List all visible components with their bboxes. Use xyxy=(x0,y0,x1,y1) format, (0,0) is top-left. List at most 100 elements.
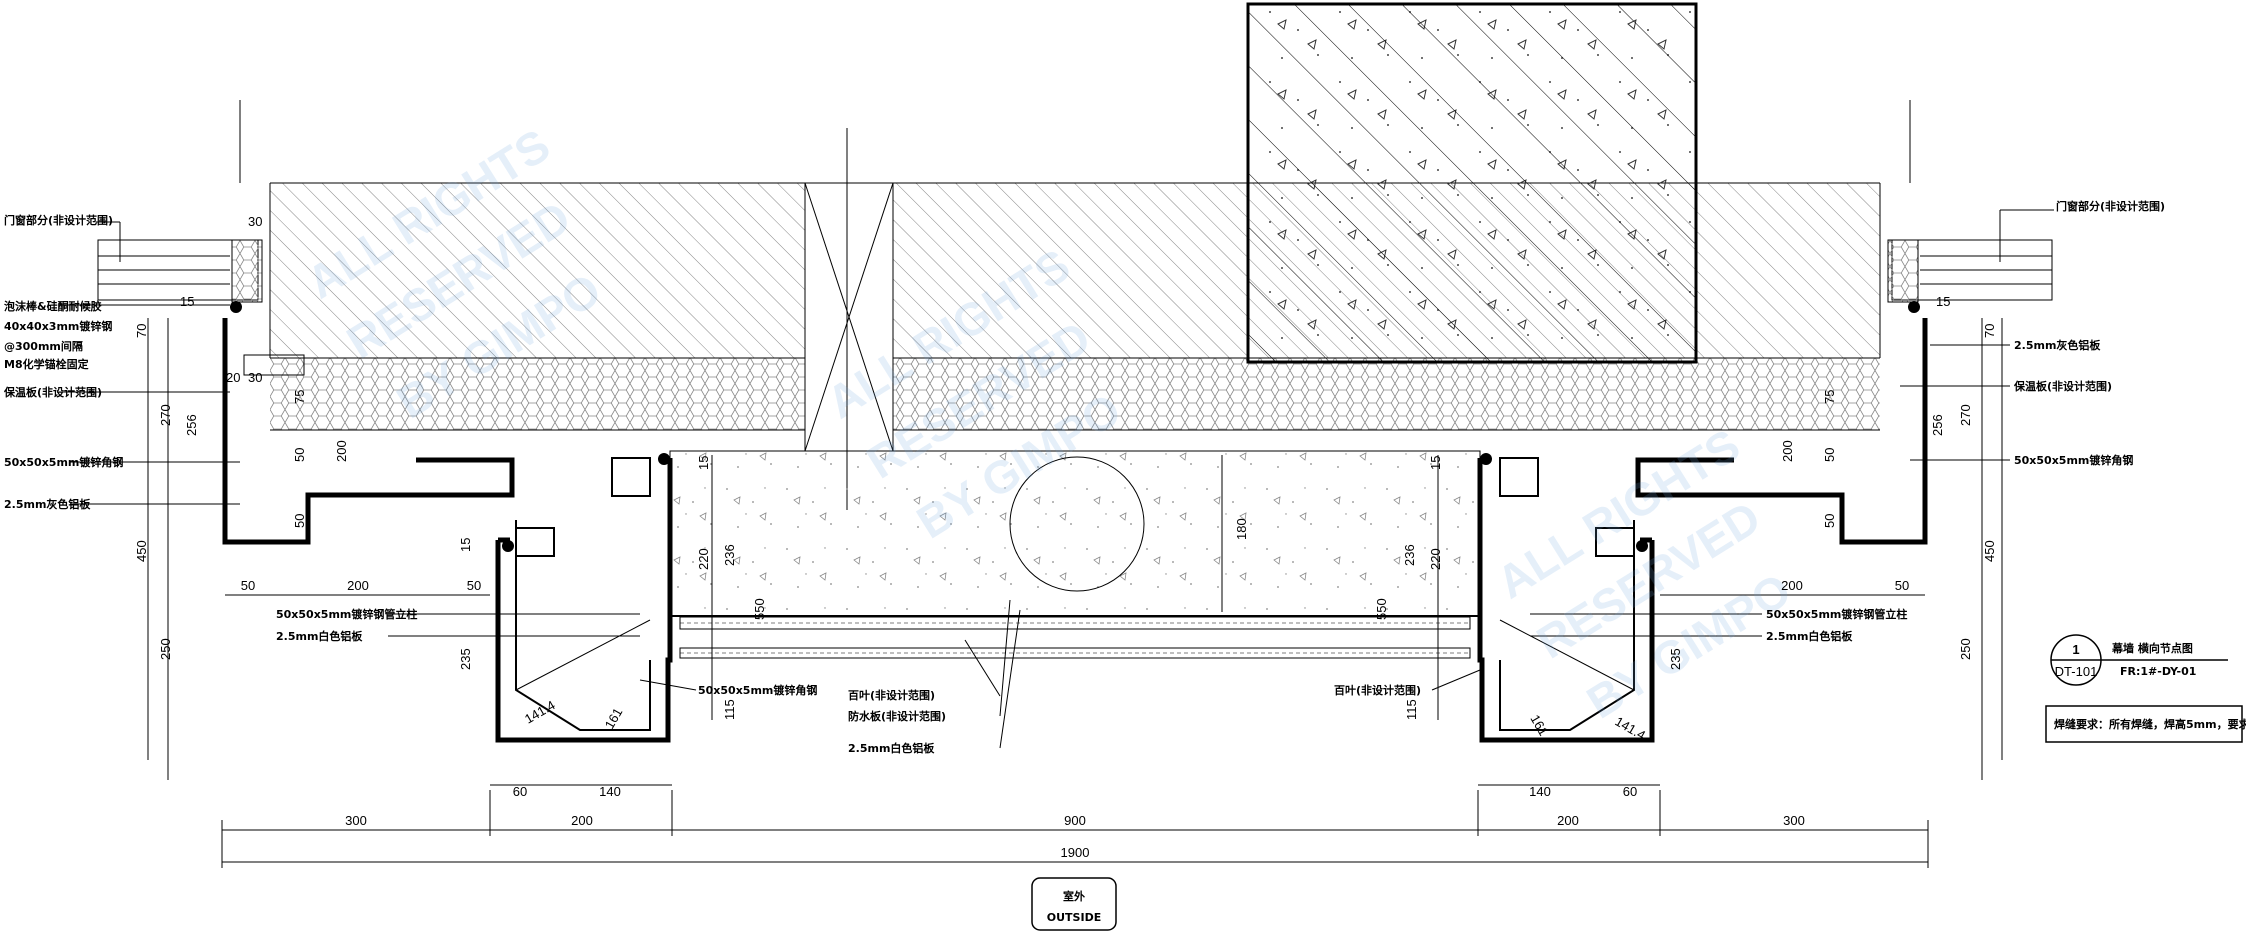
dim-right-200: 200 xyxy=(1557,813,1579,828)
right-callouts: 门窗部分(非设计范围) 2.5mm灰色铝板 保温板(非设计范围) 50x50x5… xyxy=(2013,199,2165,467)
svg-text:270: 270 xyxy=(158,404,173,426)
svg-text:50: 50 xyxy=(292,514,307,528)
dim-center-900: 900 xyxy=(1064,813,1086,828)
svg-text:550: 550 xyxy=(1374,598,1389,620)
svg-text:50: 50 xyxy=(1822,448,1837,462)
svg-text:30: 30 xyxy=(248,214,262,229)
callout-right-white: 2.5mm白色铝板 xyxy=(1766,629,1853,643)
svg-text:450: 450 xyxy=(134,540,149,562)
detail-tag: 1 DT-101 幕墙 横向节点图 FR:1#-DY-01 xyxy=(2050,634,2228,686)
svg-text:70: 70 xyxy=(1982,324,1997,338)
dim-left-140: 140 xyxy=(599,784,621,799)
svg-text:15: 15 xyxy=(1936,294,1950,309)
callout-louver: 百叶(非设计范围) xyxy=(848,688,935,702)
dimension-lines xyxy=(147,100,2003,868)
weld-note: 焊缝要求：所有焊缝，焊高5mm，要求满焊。 xyxy=(2045,705,2246,743)
left-window-frame xyxy=(97,239,263,303)
svg-text:256: 256 xyxy=(184,414,199,436)
svg-text:220: 220 xyxy=(696,548,711,570)
callout-panel-right: 2.5mm灰色铝板 xyxy=(2014,338,2101,352)
callout-louver-right: 百叶(非设计范围) xyxy=(1334,683,1421,697)
outside-tag: 室外 OUTSIDE xyxy=(1031,877,1117,931)
right-panel-profile xyxy=(1477,301,1928,743)
svg-text:141.4: 141.4 xyxy=(522,697,558,726)
svg-text:50: 50 xyxy=(467,578,481,593)
svg-text:115: 115 xyxy=(722,699,737,720)
svg-text:235: 235 xyxy=(1668,648,1683,670)
svg-text:550: 550 xyxy=(752,598,767,620)
dimensions-right: 450 250 270 256 70 15 75 50 200 50 200 5… xyxy=(1234,294,1997,743)
svg-text:235: 235 xyxy=(458,648,473,670)
svg-text:15: 15 xyxy=(696,456,711,470)
callout-waterproof: 防水板(非设计范围) xyxy=(848,709,946,723)
svg-text:115: 115 xyxy=(1404,699,1419,720)
dim-right-60: 60 xyxy=(1623,784,1637,799)
callout-bolt: M8化学锚栓固定 xyxy=(4,357,89,371)
outside-cn: 室外 xyxy=(1063,889,1085,903)
svg-text:50: 50 xyxy=(292,448,307,462)
svg-text:236: 236 xyxy=(722,544,737,566)
svg-text:450: 450 xyxy=(1982,540,1997,562)
callout-window-left: 门窗部分(非设计范围) xyxy=(4,213,113,227)
callout-window-right: 门窗部分(非设计范围) xyxy=(2056,199,2165,213)
callout-angle-left: 50x50x5mm镀锌角钢 xyxy=(4,455,123,469)
dim-total-1900: 1900 xyxy=(1061,845,1090,860)
callout-angle-right: 50x50x5mm镀锌角钢 xyxy=(2014,453,2133,467)
svg-text:200: 200 xyxy=(1781,578,1803,593)
dimensions-bottom: 300 200 900 200 300 1900 60 140 140 60 xyxy=(345,784,1805,860)
svg-text:15: 15 xyxy=(1428,456,1443,470)
left-panel-profile xyxy=(222,301,673,743)
right-window-frame xyxy=(1887,239,2053,303)
callout-foam: 泡沫棒&硅酮耐候胶 xyxy=(4,299,102,313)
detail-sheet: DT-101 xyxy=(2055,664,2098,679)
svg-text:161: 161 xyxy=(1527,712,1551,738)
detail-ref: FR:1#-DY-01 xyxy=(2120,665,2196,678)
dimensions-left: 450 250 270 256 70 15 30 20 30 75 50 200… xyxy=(134,214,767,732)
svg-text:50: 50 xyxy=(1895,578,1909,593)
svg-text:161: 161 xyxy=(602,705,626,731)
svg-text:270: 270 xyxy=(1958,404,1973,426)
callout-left-white: 2.5mm白色铝板 xyxy=(276,629,363,643)
svg-text:75: 75 xyxy=(1822,390,1837,404)
svg-text:200: 200 xyxy=(334,440,349,462)
left-callouts: 门窗部分(非设计范围) 泡沫棒&硅酮耐候胶 40x40x3mm镀锌钢 @300m… xyxy=(3,213,123,511)
callout-left-tube: 50x50x5mm镀锌钢管立柱 xyxy=(276,607,417,621)
inner-callouts: 50x50x5mm镀锌钢管立柱 2.5mm白色铝板 50x50x5mm镀锌角钢 … xyxy=(276,607,1907,755)
svg-text:50: 50 xyxy=(241,578,255,593)
svg-text:75: 75 xyxy=(292,390,307,404)
weld-note-text: 焊缝要求：所有焊缝，焊高5mm，要求满焊。 xyxy=(2054,717,2246,731)
svg-text:30: 30 xyxy=(248,370,262,385)
callout-right-tube: 50x50x5mm镀锌钢管立柱 xyxy=(1766,607,1907,621)
dim-left-300: 300 xyxy=(345,813,367,828)
callout-panel-left: 2.5mm灰色铝板 xyxy=(4,497,91,511)
central-concrete-box xyxy=(669,450,1481,617)
svg-text:250: 250 xyxy=(1958,638,1973,660)
leader-lines xyxy=(60,209,2054,749)
louver-strip xyxy=(679,616,1471,659)
timber-block xyxy=(804,128,894,510)
svg-text:236: 236 xyxy=(1402,544,1417,566)
callout-insulation-left: 保温板(非设计范围) xyxy=(3,385,102,399)
svg-text:200: 200 xyxy=(347,578,369,593)
detail-number: 1 xyxy=(2072,642,2079,657)
svg-text:256: 256 xyxy=(1930,414,1945,436)
dim-left-60: 60 xyxy=(513,784,527,799)
svg-text:15: 15 xyxy=(180,294,194,309)
callout-spacing: @300mm间隔 xyxy=(4,339,83,353)
svg-text:180: 180 xyxy=(1234,518,1249,540)
concrete-column xyxy=(1246,2,1698,364)
svg-text:70: 70 xyxy=(134,324,149,338)
svg-text:220: 220 xyxy=(1428,548,1443,570)
svg-text:50: 50 xyxy=(1822,514,1837,528)
dim-right-140: 140 xyxy=(1529,784,1551,799)
detail-title: 幕墙 横向节点图 xyxy=(2111,641,2193,655)
callout-insulation-right: 保温板(非设计范围) xyxy=(2013,379,2112,393)
callout-white-panel: 2.5mm白色铝板 xyxy=(848,741,935,755)
svg-text:20: 20 xyxy=(226,370,240,385)
svg-text:15: 15 xyxy=(458,538,473,552)
dim-right-300: 300 xyxy=(1783,813,1805,828)
outside-en: OUTSIDE xyxy=(1047,911,1101,924)
dim-left-200: 200 xyxy=(571,813,593,828)
svg-text:200: 200 xyxy=(1780,440,1795,462)
